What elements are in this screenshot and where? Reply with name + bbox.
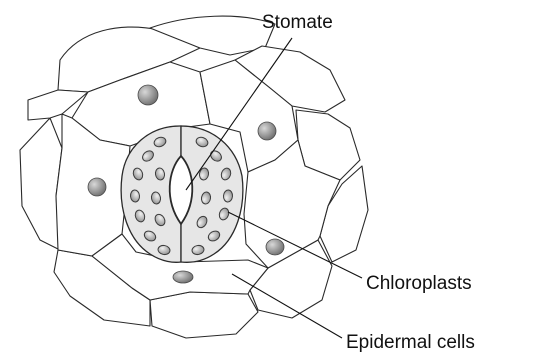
nucleus <box>266 239 284 255</box>
stomate-label: Stomate <box>262 12 333 33</box>
epidermal-cell <box>150 292 258 338</box>
epidermal-cell <box>20 118 62 250</box>
epidermal-cells-label: Epidermal cells <box>346 332 475 353</box>
nucleus <box>258 122 276 140</box>
chloroplasts-label: Chloroplasts <box>366 273 472 294</box>
nucleus <box>88 178 106 196</box>
nucleus <box>173 271 193 283</box>
nucleus <box>138 85 158 105</box>
